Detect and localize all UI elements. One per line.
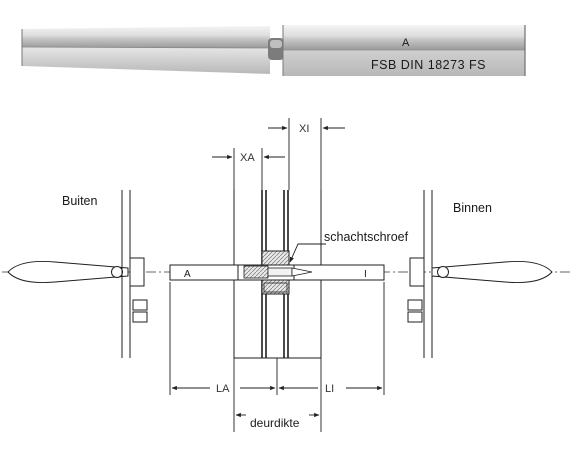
- dimension-la-li: [169, 282, 385, 395]
- dimension-xi-label: XI: [299, 123, 309, 135]
- outside-label: Buiten: [62, 194, 97, 208]
- dimension-xi: [268, 118, 345, 190]
- inside-handle: [407, 190, 553, 358]
- spindle-photo: A FSB DIN 18273 FS: [21, 25, 526, 76]
- screw-leader: [289, 243, 326, 263]
- dimension-la-label: LA: [216, 383, 230, 395]
- outside-handle: [7, 190, 148, 358]
- spindle-end-i: I: [364, 269, 367, 280]
- door-thickness-label: deurdikte: [250, 416, 300, 430]
- inside-label: Binnen: [453, 201, 492, 215]
- spindle-marking: FSB DIN 18273 FS: [371, 58, 486, 72]
- screw-assembly: [237, 250, 313, 295]
- dimension-xa: [212, 148, 285, 190]
- dimension-xa-label: XA: [240, 152, 255, 164]
- dimension-li-label: LI: [325, 383, 334, 395]
- dimension-door-thickness: [233, 358, 322, 432]
- spindle-end-a: A: [184, 269, 191, 280]
- spindle-letter: A: [402, 37, 410, 49]
- screw-label: schachtschroef: [324, 230, 409, 244]
